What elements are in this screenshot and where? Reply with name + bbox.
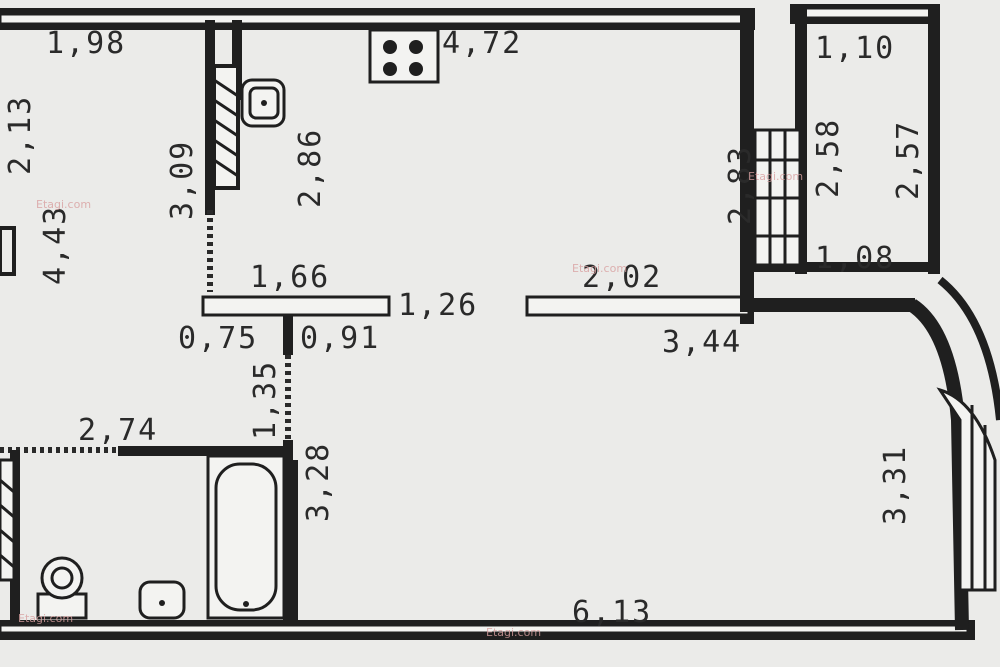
- wall-room-left-top: [283, 315, 293, 355]
- bath-wall-top: [118, 446, 288, 456]
- dim-2-58: 2,58: [811, 118, 846, 198]
- wall-bath-kitchen: [205, 20, 215, 215]
- balcony-glazing: [753, 128, 802, 267]
- dim-0-75: 0,75: [178, 321, 258, 356]
- watermark-4: Etagi.com: [486, 626, 541, 639]
- partition-1: [201, 295, 391, 317]
- watermark-1: Etagi.com: [36, 198, 91, 211]
- dim-4-43: 4,43: [38, 205, 73, 285]
- toilet: [36, 556, 88, 620]
- left-room-fixture: [0, 226, 16, 276]
- dim-2-13: 2,13: [3, 95, 38, 175]
- watermark-3: Etagi.com: [748, 170, 803, 183]
- dim-1-08: 1,08: [815, 241, 895, 276]
- watermark-2: Etagi.com: [572, 262, 627, 275]
- wall-kitchen-right: [740, 14, 754, 324]
- dim-6-13: 6,13: [572, 595, 652, 630]
- dim-2-86: 2,86: [293, 128, 328, 208]
- bathtub: [206, 454, 286, 620]
- wall-shaft: [232, 20, 242, 100]
- dim-3-09: 3,09: [165, 140, 200, 220]
- dim-1-35: 1,35: [248, 360, 283, 440]
- balcony-wall-top-inner: [794, 6, 938, 20]
- wall-bottom-inner: [0, 623, 970, 635]
- bay-window: [936, 387, 997, 592]
- balcony-wall-bottom: [752, 262, 940, 272]
- watermark-5: Etagi.com: [18, 612, 73, 625]
- balcony-wall-right: [928, 4, 940, 274]
- dimension-labels: 1,98 4,72 1,10 2,13 3,09 2,86 2,83 2,58 …: [3, 26, 926, 630]
- watermarks: Etagi.com Etagi.com Etagi.com Etagi.com …: [18, 170, 803, 639]
- dim-1-66: 1,66: [250, 260, 330, 295]
- dim-2-02: 2,02: [582, 260, 662, 295]
- wall-room-left-2: [290, 460, 298, 625]
- dim-4-72: 4,72: [442, 26, 522, 61]
- partition-2: [525, 295, 751, 317]
- dim-3-31: 3,31: [878, 445, 913, 525]
- dim-2-83: 2,83: [723, 145, 758, 225]
- dim-2-74: 2,74: [78, 413, 158, 448]
- wall-room-top: [740, 298, 915, 312]
- wall-bay-outer: [937, 276, 1000, 421]
- dim-3-28: 3,28: [301, 442, 336, 522]
- kitchen-sink: [240, 78, 286, 128]
- washbasin: [138, 580, 186, 620]
- wall-top-inner: [0, 12, 754, 26]
- dim-1-10: 1,10: [815, 31, 895, 66]
- dim-1-26: 1,26: [398, 288, 478, 323]
- dim-0-91: 0,91: [300, 321, 380, 356]
- bath-shaft: [0, 458, 16, 582]
- stove: [368, 28, 440, 84]
- dim-2-57: 2,57: [891, 120, 926, 200]
- dim-3-44: 3,44: [662, 325, 742, 360]
- wall-room-left: [283, 440, 293, 625]
- dim-1-98: 1,98: [46, 26, 126, 61]
- utility-shaft: [212, 64, 240, 190]
